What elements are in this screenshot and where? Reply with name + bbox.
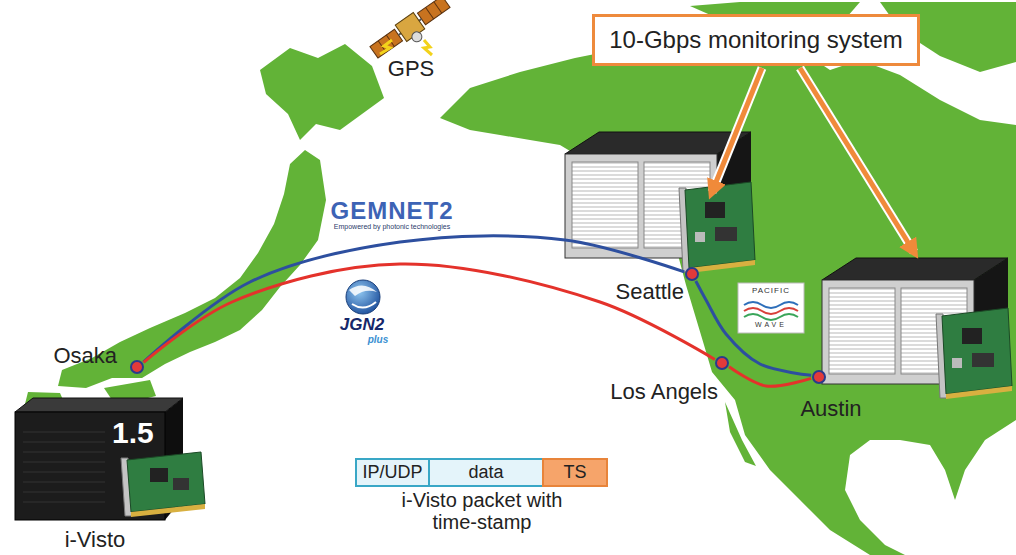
i-visto-device [23, 472, 105, 473]
gps-satellite [434, 2, 442, 13]
jgn2-globe-logo [349, 285, 377, 296]
callout-box: 10-Gbps monitoring system [592, 14, 919, 66]
city-node: Austin [812, 370, 826, 384]
field-text: data [468, 462, 503, 483]
logo-text: WAVE [755, 321, 787, 329]
satellite-label: GPS [388, 56, 434, 81]
device-label: i-Visto [65, 527, 126, 552]
network-link [143, 236, 684, 362]
label-anchor: PACIFIC [752, 286, 790, 295]
i-visto-device [23, 432, 105, 433]
network-link [696, 281, 811, 375]
logo-text: JGN2 [340, 315, 384, 335]
i-visto-device [23, 482, 105, 483]
i-visto-device [150, 468, 168, 482]
label-anchor: Los Angels [610, 379, 718, 404]
label-anchor: WAVE [755, 321, 787, 329]
packet-field: data [428, 458, 544, 487]
map-land [260, 44, 384, 140]
gps-satellite [380, 40, 392, 54]
packet-caption: i-Visto packet with time-stamp [397, 489, 567, 533]
i-visto-device [23, 442, 105, 443]
pacific-wave-logo [744, 314, 798, 320]
i-visto-device [15, 398, 183, 412]
i-visto-device [127, 452, 205, 512]
gps-satellite [424, 40, 432, 55]
jgn2-globe-logo [346, 280, 380, 314]
label-anchor: JGN2 [340, 315, 384, 335]
field-text: TS [563, 462, 586, 483]
city-node: Seattle [685, 267, 699, 281]
map-land [22, 2, 1016, 555]
network-link [144, 264, 715, 363]
label-anchor: Austin [800, 396, 861, 421]
label-anchor: i-Visto packet with time-stamp [397, 489, 567, 533]
i-visto-device [15, 398, 205, 520]
logo-text: GEMNET2 [330, 197, 453, 225]
field-text: IP/UDP [362, 462, 422, 483]
pointer-arrow [712, 68, 914, 252]
label-anchor: 1.5 [112, 416, 154, 451]
label-anchor: i-Visto [65, 527, 126, 552]
city-node: Osaka [130, 360, 144, 374]
i-visto-device [23, 492, 105, 493]
network-link [729, 367, 811, 387]
pointer-arrow [800, 68, 914, 252]
city-label: Osaka [53, 343, 117, 368]
city-label: Los Angels [610, 379, 718, 404]
pointer-arrow [800, 68, 914, 252]
pacific-wave-logo [738, 283, 804, 333]
jgn2-globe-logo [346, 280, 380, 314]
logo-text: plus [368, 334, 389, 346]
server-computer [565, 132, 1012, 399]
city-node: Los Angels [715, 356, 729, 370]
map-land [725, 402, 756, 466]
gps-satellite [417, 0, 450, 25]
logo-tagline: Empowered by photonic technologies [334, 223, 450, 231]
pacific-wave-logo [738, 283, 804, 333]
pointer-arrow [712, 68, 762, 192]
i-visto-device [23, 502, 105, 503]
jgn2-globe-logo [352, 302, 376, 308]
packet-field: TS [542, 458, 608, 487]
gps-satellite [370, 29, 403, 58]
i-visto-device [23, 452, 105, 453]
packet-field: IP/UDP [355, 458, 430, 487]
gps-satellite [410, 30, 424, 44]
gps-satellite [426, 8, 434, 19]
i-visto-device [131, 504, 205, 517]
server-computer [822, 258, 1012, 399]
logo-text: PACIFIC [752, 286, 790, 295]
label-anchor: GEMNET2 [330, 197, 453, 225]
label-anchor: plus [368, 334, 389, 346]
callout-text: 10-Gbps monitoring system [609, 26, 902, 54]
label-anchor: Osaka [53, 343, 117, 368]
pointer-arrow [712, 68, 762, 192]
city-label: Seattle [616, 279, 685, 304]
i-visto-device [173, 478, 189, 490]
label-anchor: Empowered by photonic technologies [334, 223, 450, 231]
label-anchor: GPS [388, 56, 434, 81]
city-label: Austin [800, 396, 861, 421]
label-anchor: Seattle [616, 279, 685, 304]
device-marking: 1.5 [112, 416, 154, 451]
i-visto-device [23, 462, 105, 463]
